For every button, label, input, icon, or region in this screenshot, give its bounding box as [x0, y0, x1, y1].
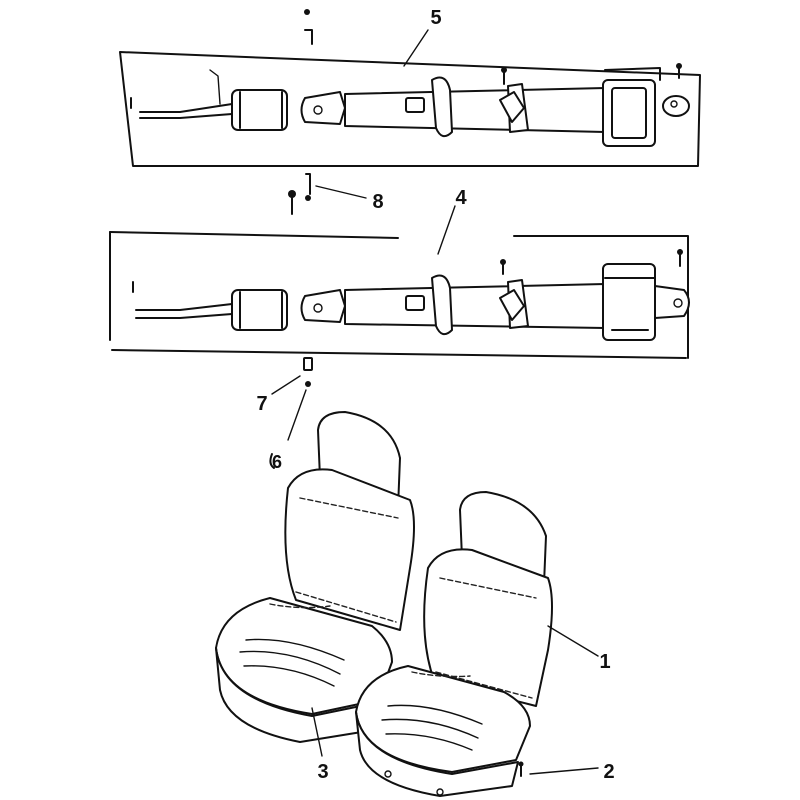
upper-belt-panel	[119, 9, 701, 167]
callout-5: 5	[430, 7, 441, 29]
callout-2: 2	[603, 761, 614, 783]
seat-bolt-2	[518, 761, 524, 777]
callout-4: 4	[455, 187, 467, 209]
callout-3: 3	[317, 761, 328, 783]
mounting-hardware-7	[269, 357, 313, 469]
callout-8: 8	[372, 191, 383, 213]
lower-belt-panel	[109, 231, 690, 359]
seat-right	[355, 491, 553, 797]
leader-lines	[271, 29, 599, 775]
seat-left	[215, 411, 415, 743]
callout-1: 1	[599, 651, 610, 673]
callout-7: 7	[256, 393, 267, 415]
callout-6: 6	[272, 452, 282, 472]
mounting-hardware-8	[288, 173, 311, 215]
